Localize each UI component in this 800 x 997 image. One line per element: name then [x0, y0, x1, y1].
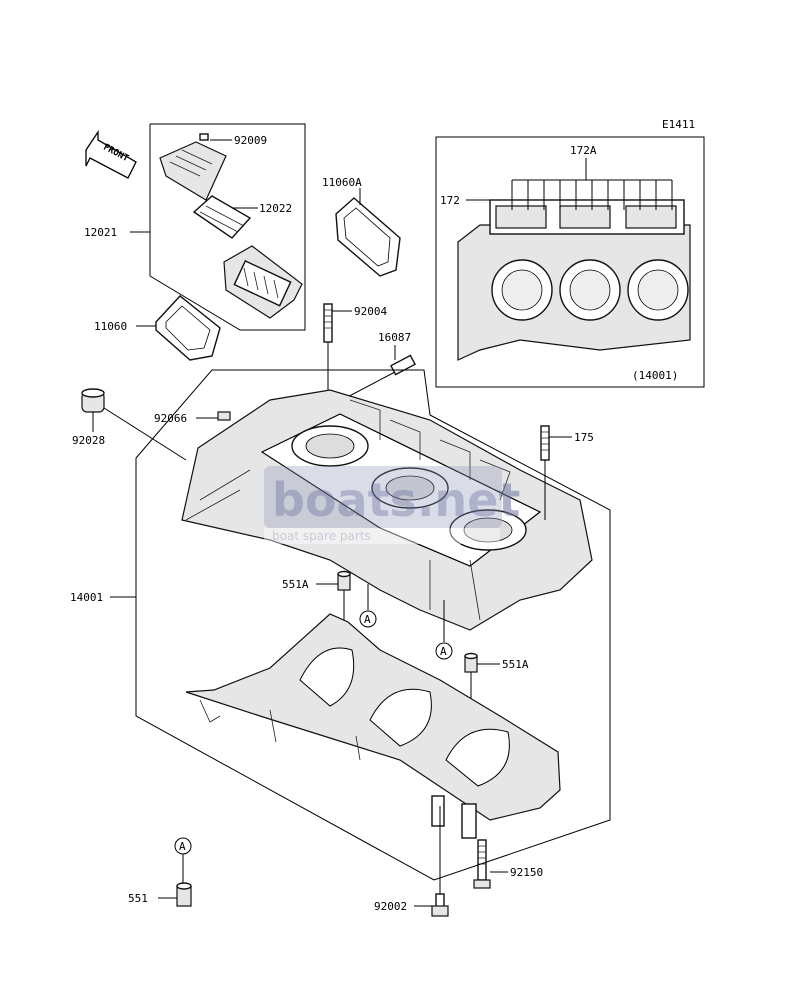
label-14001: 14001 [70, 591, 103, 604]
label-92002: 92002 [374, 900, 407, 913]
assembly-outline [135, 369, 611, 881]
label-16087: 16087 [378, 331, 411, 344]
label-551: 551 [128, 892, 148, 905]
bolt-92150 [473, 839, 491, 889]
plug-16087 [337, 354, 417, 403]
label-92028: 92028 [72, 434, 105, 447]
label-92066: 92066 [154, 412, 187, 425]
stud-175 [540, 425, 550, 520]
label-172: 172 [440, 194, 460, 207]
diagram-code: E1411 [662, 118, 695, 131]
label-11060A: 11060A [322, 176, 362, 189]
part-labels: 92009 12022 12021 11060A 11060 92004 160… [70, 134, 678, 913]
label-551A-upper: 551A [282, 578, 309, 591]
dowel-551A-lower [464, 652, 478, 720]
svg-text:A: A [440, 645, 447, 658]
label-14001-ref: (14001) [632, 369, 678, 382]
reed-valve-group [149, 123, 306, 331]
label-92004: 92004 [354, 305, 387, 318]
svg-text:A: A [364, 613, 371, 626]
label-11060: 11060 [94, 320, 127, 333]
svg-text:A: A [179, 840, 186, 853]
upper-crankcase [181, 389, 593, 631]
cap-92028 [81, 388, 187, 461]
watermark-tagline: boat spare parts [272, 529, 371, 543]
label-551A-lower: 551A [502, 658, 529, 671]
ref-marker-a-2: A [435, 600, 453, 660]
bolt-92002 [431, 806, 449, 917]
watermark-logo: boats.net [272, 473, 520, 527]
dowel-551A-upper [337, 570, 351, 632]
front-arrow-icon: FRONT [85, 129, 137, 179]
ref-marker-a-3: A [174, 837, 192, 886]
gasket-11060A [335, 197, 401, 277]
lower-crankcase [185, 613, 561, 839]
ref-marker-a-1: A [359, 584, 377, 628]
plug-92066 [217, 411, 231, 421]
label-92009: 92009 [234, 134, 267, 147]
stud-92004 [323, 303, 333, 420]
watermark: boats.net boat spare parts [264, 466, 520, 544]
gasket-11060 [155, 295, 221, 361]
label-172A: 172A [570, 144, 597, 157]
label-92150: 92150 [510, 866, 543, 879]
dowel-551 [176, 882, 192, 907]
label-175: 175 [574, 431, 594, 444]
label-12021: 12021 [84, 226, 117, 239]
leader-lines [92, 139, 572, 907]
cylinder-inset [435, 136, 705, 388]
label-12022: 12022 [259, 202, 292, 215]
